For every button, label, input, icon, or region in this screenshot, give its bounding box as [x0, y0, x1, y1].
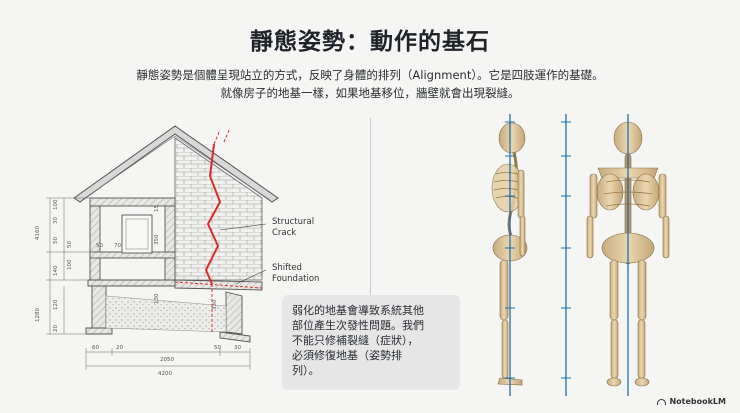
- callout-line-3: 不能只修補裂縫（症狀），: [292, 334, 419, 347]
- brand-watermark: NotebookLM: [657, 397, 726, 406]
- dim-bottom-total: 4200: [158, 371, 172, 377]
- dim-bottom-mid: 2050: [160, 357, 174, 363]
- dim-bottom-d: 30: [234, 345, 241, 351]
- dim-bottom-b: 20: [116, 345, 123, 351]
- dim-inner-a: 50: [96, 243, 103, 249]
- roof: [73, 125, 279, 203]
- dim-left-mid-a: 50: [53, 237, 59, 244]
- foundation: [85, 279, 263, 343]
- notebooklm-logo-icon: [657, 398, 667, 405]
- label-structural-crack-1: Structural: [272, 217, 314, 227]
- plumb-lines: [505, 114, 629, 396]
- dim-left-low-b: 100: [67, 259, 73, 270]
- label-structural-crack-2: Crack: [272, 228, 296, 238]
- dim-left-mid-b: 140: [53, 265, 59, 276]
- section-divider: [370, 118, 371, 390]
- house-section-diagram: 4160 100 30 50 140 50 100 1280 120 20 50…: [35, 125, 319, 377]
- callout-line-1: 弱化的地基會導致系統其他: [292, 304, 424, 317]
- dim-left-upper-b: 30: [53, 217, 59, 224]
- dim-inner-c: 350: [154, 234, 160, 245]
- callout-line-2: 部位產生次發性問題。我們: [292, 319, 424, 332]
- dim-inner-f: 330: [212, 299, 218, 310]
- dim-left-low-a: 50: [67, 241, 73, 248]
- brand-label: NotebookLM: [669, 397, 726, 406]
- foundation-label-group: Shifted Foundation: [235, 263, 319, 285]
- callout-line-4: 必須修復地基（姿勢排: [292, 349, 402, 362]
- left-wall-section: [89, 197, 176, 283]
- skeleton-back-view: [586, 121, 670, 387]
- skeleton-illustrations: [491, 114, 670, 396]
- dim-left-foot-c: 20: [53, 325, 59, 332]
- crack-label-group: Structural Crack: [219, 217, 314, 238]
- label-shifted-foundation-1: Shifted: [272, 263, 302, 273]
- page-title: 靜態姿勢：動作的基石: [250, 29, 490, 55]
- callout-box: 弱化的地基會導致系統其他 部位產生次發性問題。我們 不能只修補裂縫（症狀）， 必…: [282, 295, 460, 390]
- callout-line-5: 列）。: [292, 364, 320, 377]
- dim-bottom-c: 50: [214, 345, 221, 351]
- dim-left-foot-a: 1280: [35, 308, 41, 322]
- structural-crack: [174, 127, 263, 334]
- dim-left-foot-b: 120: [53, 299, 59, 310]
- dim-inner-b: 70: [114, 243, 121, 249]
- dim-inner-d: 15: [154, 205, 160, 212]
- label-shifted-foundation-2: Foundation: [272, 274, 319, 284]
- dimension-lines: [46, 197, 251, 370]
- dim-left-total: 4160: [35, 226, 41, 240]
- subtitle-line-2: 就像房子的地基一樣，如果地基移位，牆壁就會出現裂縫。: [220, 86, 520, 100]
- dim-inner-e: 130: [154, 293, 160, 304]
- page-subtitle: 靜態姿勢是個體呈現站立的方式，反映了身體的排列（Alignment）。它是四肢運…: [0, 66, 740, 102]
- subtitle-line-1: 靜態姿勢是個體呈現站立的方式，反映了身體的排列（Alignment）。它是四肢運…: [136, 68, 604, 82]
- dim-left-upper-a: 100: [53, 199, 59, 210]
- dim-bottom-a: 60: [92, 345, 99, 351]
